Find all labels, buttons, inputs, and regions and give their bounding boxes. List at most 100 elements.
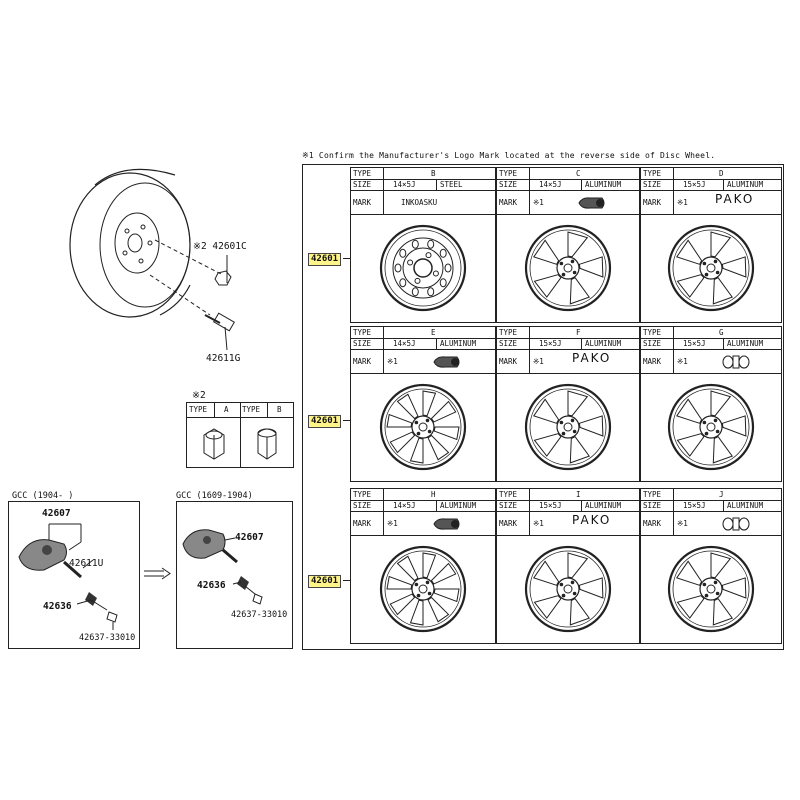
wheel-mark: INKOASKU [401, 198, 438, 207]
type-label: TYPE [499, 328, 518, 337]
mark-ref: ※1 [677, 357, 688, 366]
gcc-old-42611u: 42611U [69, 558, 104, 569]
alloy-wheel-icon [524, 383, 612, 471]
mark-label: MARK [499, 357, 518, 366]
alloy-wheel-icon [524, 545, 612, 633]
nut-part-label: ※2 42601C [193, 241, 247, 252]
tpms-sensor-new-diagram [182, 529, 263, 605]
size-label: SIZE [353, 501, 372, 510]
wheel-type: H [431, 490, 436, 499]
gcc-old-title: GCC (1904- ) [12, 491, 74, 501]
size-label: SIZE [499, 501, 518, 510]
manufacturer-logo-g-icon [722, 355, 750, 369]
type-label: TYPE [499, 490, 518, 499]
part-number-42601-row1: 42601 [308, 253, 342, 266]
size-label: SIZE [353, 180, 372, 189]
wheel-type: I [576, 490, 581, 499]
mark-ref: ※1 [677, 198, 688, 207]
wheel-type: F [576, 328, 581, 337]
mark-ref: ※1 [533, 357, 544, 366]
wheel-size: 14×5J [393, 180, 416, 189]
wheel-material: ALUMINUM [440, 501, 477, 510]
wheel-spec-table: TYPE I SIZE 15×5J ALUMINUM MARK ※1 PAKO [496, 488, 640, 536]
wheel-image-area [640, 536, 782, 644]
wheel-size: 15×5J [539, 339, 562, 348]
nut-type-a: A [224, 405, 229, 414]
nut-types-box: TYPE A TYPE B [186, 402, 294, 468]
mark-ref: ※1 [533, 519, 544, 528]
wheel-type: G [719, 328, 724, 337]
size-label: SIZE [643, 180, 662, 189]
wheel-image-area [350, 536, 496, 644]
leader-line [343, 580, 350, 581]
mark-ref: ※1 [533, 198, 544, 207]
size-label: SIZE [353, 339, 372, 348]
gcc-old-42636: 42636 [43, 601, 72, 612]
type-label: TYPE [353, 490, 372, 499]
gcc-old-42637: 42637-33010 [79, 633, 136, 643]
wheel-type: D [719, 169, 724, 178]
manufacturer-logo-c-icon [433, 518, 460, 530]
wheel-cell-i: TYPE I SIZE 15×5J ALUMINUM MARK ※1 PAKO [496, 488, 640, 644]
nut-type-label-a: TYPE [189, 405, 208, 414]
tpms-sensor-old-diagram [18, 523, 118, 630]
wheel-mark: PAKO [715, 192, 755, 206]
alloy-wheel-icon [379, 383, 467, 471]
wheel-image-area [350, 374, 496, 482]
wheel-type: C [576, 169, 581, 178]
valve-part-label: 42611G [206, 353, 241, 364]
size-label: SIZE [643, 501, 662, 510]
mark-label: MARK [353, 198, 372, 207]
wheel-size: 15×5J [539, 501, 562, 510]
alloy-wheel-icon [667, 224, 755, 312]
type-label: TYPE [643, 169, 662, 178]
gcc-new-title: GCC (1609-1904) [176, 491, 253, 501]
mark-ref: ※1 [387, 519, 398, 528]
gcc-new-42637: 42637-33010 [231, 610, 288, 620]
type-label: TYPE [643, 490, 662, 499]
arrow-right-icon [144, 567, 171, 580]
alloy-wheel-icon [524, 224, 612, 312]
reverse-side-note: ※1 Confirm the Manufacturer's Logo Mark … [302, 151, 716, 160]
mark-ref: ※1 [677, 519, 688, 528]
leader-line [343, 258, 350, 259]
manufacturer-logo-c-icon [578, 197, 605, 209]
mark-label: MARK [643, 519, 662, 528]
wheel-material: ALUMINUM [585, 501, 622, 510]
nut-a-icon [203, 428, 225, 460]
mark-label: MARK [499, 519, 518, 528]
wheel-type: J [719, 490, 724, 499]
steel-wheel-icon [379, 224, 467, 312]
part-number-42601-row3: 42601 [308, 575, 342, 588]
wheel-material: ALUMINUM [440, 339, 477, 348]
mark-ref: ※1 [387, 357, 398, 366]
wheel-size: 15×5J [683, 339, 706, 348]
size-label: SIZE [643, 339, 662, 348]
nut-type-label-b: TYPE [242, 405, 261, 414]
wheel-mark: PAKO [572, 513, 612, 527]
leader-line [343, 420, 350, 421]
wheel-material: ALUMINUM [585, 339, 622, 348]
nut-b-icon [257, 428, 277, 460]
alloy-wheel-icon [379, 545, 467, 633]
wheel-image-area [496, 536, 640, 644]
alloy-wheel-icon [667, 383, 755, 471]
mark-label: MARK [353, 357, 372, 366]
wheel-size: 14×5J [539, 180, 562, 189]
manufacturer-logo-g-icon [722, 517, 750, 531]
manufacturer-logo-c-icon [433, 356, 460, 368]
wheel-size: 15×5J [683, 180, 706, 189]
wheel-type: E [431, 328, 436, 337]
gcc-old-42607: 42607 [42, 508, 71, 519]
